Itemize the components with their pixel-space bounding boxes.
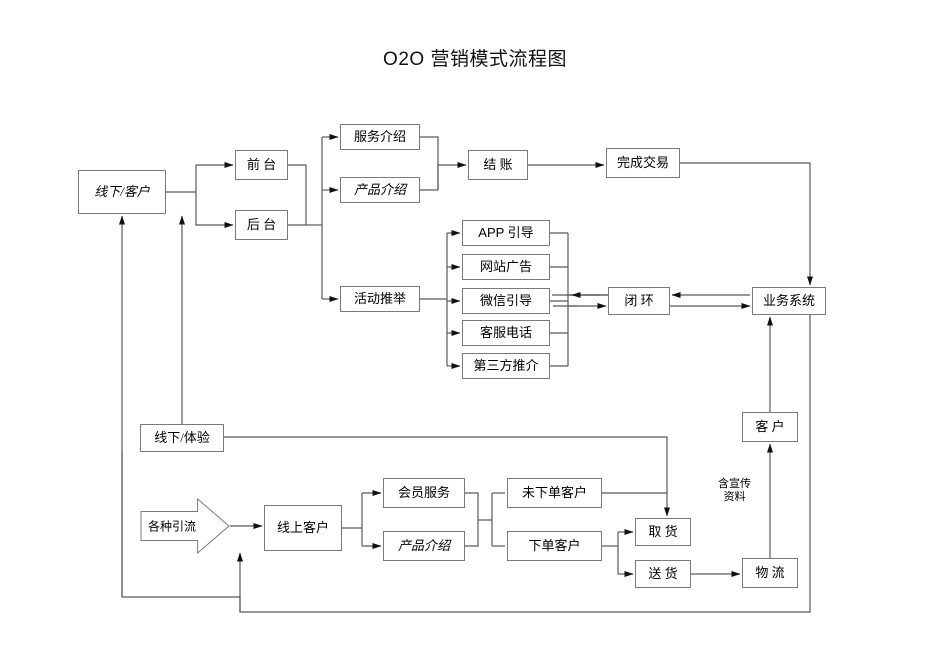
node-member_service[interactable]: 会员服务	[383, 478, 465, 508]
block-arrow-label: 各种引流	[148, 519, 197, 534]
node-label: 服务介绍	[353, 128, 406, 144]
node-label: 线下/体验	[154, 429, 210, 445]
node-label: 取 货	[648, 523, 678, 539]
node-label: 客服电话	[479, 324, 532, 340]
node-product_intro_bottom[interactable]: 产品介绍	[383, 531, 465, 561]
node-offline_experience[interactable]: 线下/体验	[140, 424, 224, 452]
node-activity_promo[interactable]: 活动推举	[340, 286, 420, 312]
node-service_intro[interactable]: 服务介绍	[340, 124, 420, 150]
node-order_customer[interactable]: 下单客户	[507, 531, 602, 561]
node-label: 线上客户	[276, 519, 329, 535]
node-back_desk[interactable]: 后 台	[235, 210, 288, 240]
node-label: 下单客户	[528, 537, 581, 553]
node-label: 会员服务	[397, 484, 450, 500]
node-label: 产品介绍	[353, 181, 406, 197]
node-label: 闭 环	[624, 292, 654, 308]
page-title: O2O 营销模式流程图	[383, 49, 567, 70]
node-delivery[interactable]: 送 货	[635, 560, 691, 588]
node-label: 产品介绍	[397, 537, 450, 553]
connector	[224, 436, 670, 517]
node-label: 客 户	[755, 418, 785, 434]
node-label: 业务系统	[762, 292, 815, 308]
node-label: 后 台	[246, 216, 277, 232]
node-app_guide[interactable]: APP 引导	[462, 220, 550, 246]
node-deal_done[interactable]: 完成交易	[606, 148, 680, 178]
connector	[680, 162, 813, 286]
connector	[195, 162, 234, 192]
node-label: APP 引导	[478, 224, 534, 240]
node-service_phone[interactable]: 客服电话	[462, 320, 550, 346]
node-label: 送 货	[648, 565, 678, 581]
node-wechat_guide[interactable]: 微信引导	[462, 288, 550, 314]
connector	[465, 520, 479, 547]
node-label: 微信引导	[479, 292, 532, 308]
node-pickup[interactable]: 取 货	[635, 518, 691, 546]
block-arrow-various_traffic[interactable]: 各种引流	[140, 497, 230, 555]
connector	[237, 315, 811, 613]
node-label: 线下/客户	[94, 183, 150, 199]
node-label: 完成交易	[616, 154, 669, 170]
node-label: 前 台	[246, 156, 277, 172]
node-no_order_customer[interactable]: 未下单客户	[507, 478, 602, 508]
connector	[195, 192, 234, 228]
node-business_system[interactable]: 业务系统	[752, 287, 826, 315]
edge-label-includes_promo_material: 含宣传 资料	[718, 478, 751, 503]
node-logistics[interactable]: 物 流	[742, 558, 798, 588]
node-third_party[interactable]: 第三方推介	[462, 353, 550, 379]
node-label: 结 账	[483, 156, 513, 172]
block-arrow-shape	[140, 497, 230, 555]
connector	[465, 492, 479, 520]
node-label: 物 流	[755, 564, 785, 580]
node-web_ad[interactable]: 网站广告	[462, 254, 550, 280]
node-checkout[interactable]: 结 账	[468, 150, 528, 180]
node-product_intro_top[interactable]: 产品介绍	[340, 177, 420, 203]
node-label: 未下单客户	[521, 484, 587, 500]
connector	[420, 136, 439, 190]
node-label: 第三方推介	[473, 357, 539, 373]
node-label: 活动推举	[353, 290, 406, 306]
connector	[288, 164, 307, 225]
node-offline_customer[interactable]: 线下/客户	[78, 170, 166, 214]
node-label: 网站广告	[479, 258, 532, 274]
node-customer[interactable]: 客 户	[742, 412, 798, 442]
node-online_customer[interactable]: 线上客户	[264, 505, 342, 551]
node-front_desk[interactable]: 前 台	[235, 150, 288, 180]
node-closed_loop[interactable]: 闭 环	[608, 287, 670, 315]
